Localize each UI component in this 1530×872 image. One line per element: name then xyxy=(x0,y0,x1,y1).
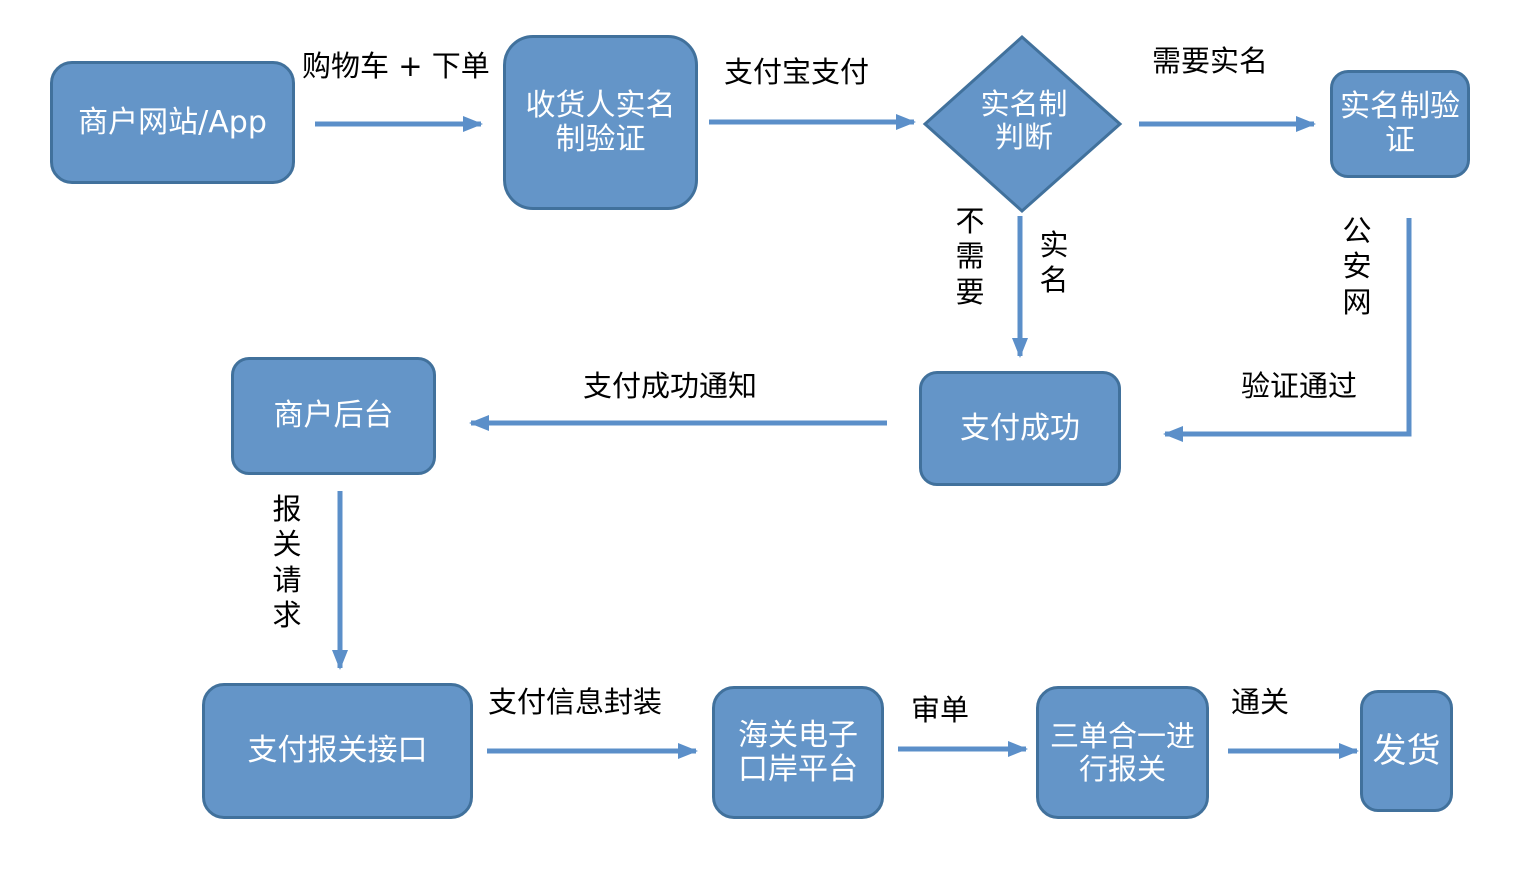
need-realname-label: 需要实名 xyxy=(1152,44,1269,78)
no-need-realname-label: 不需要 xyxy=(955,204,985,309)
payment-customs-api-node: 支付报关接口 xyxy=(202,683,473,819)
realname-check-label: 实名制 判断 xyxy=(980,87,1068,155)
alipay-pay-label: 支付宝支付 xyxy=(724,55,870,89)
realname-verify-node: 实名制验 证 xyxy=(1330,70,1470,178)
payment-success-node: 支付成功 xyxy=(919,371,1121,486)
payment-success-label: 支付成功 xyxy=(960,410,1080,446)
arrow-realname-to-success xyxy=(1163,218,1412,442)
public-security-net-label: 公安网 xyxy=(1342,214,1372,319)
three-in-one-label: 三单合一进 行报关 xyxy=(1049,719,1195,786)
ship-label: 发货 xyxy=(1372,730,1441,771)
merchant-backend-label: 商户后台 xyxy=(273,398,394,434)
merchant-site-node: 商户网站/App xyxy=(50,61,295,184)
payment-info-package-label: 支付信息封装 xyxy=(488,685,663,719)
decision-diamond xyxy=(922,34,1123,214)
payment-notify-label: 支付成功通知 xyxy=(583,369,758,403)
ship-node: 发货 xyxy=(1360,690,1453,812)
merchant-site-label: 商户网站/App xyxy=(78,104,267,140)
customs-platform-node: 海关电子 口岸平台 xyxy=(712,686,884,819)
customs-request-label: 报关请求 xyxy=(272,492,302,633)
verify-passed-label: 验证通过 xyxy=(1241,369,1358,403)
review-label: 审单 xyxy=(911,693,970,727)
consignee-verify-label: 收货人实名 制验证 xyxy=(525,87,676,157)
three-in-one-node: 三单合一进 行报关 xyxy=(1036,686,1209,819)
consignee-verify-node: 收货人实名 制验证 xyxy=(503,35,698,210)
customs-platform-label: 海关电子 口岸平台 xyxy=(738,717,858,787)
no-need-realname-label-right: 实名 xyxy=(1039,228,1069,298)
clearance-label: 通关 xyxy=(1231,685,1290,719)
realname-verify-label: 实名制验 证 xyxy=(1340,89,1460,158)
cart-order-label: 购物车 + 下单 xyxy=(302,49,490,83)
merchant-backend-node: 商户后台 xyxy=(231,357,436,475)
payment-customs-api-label: 支付报关接口 xyxy=(247,733,428,769)
